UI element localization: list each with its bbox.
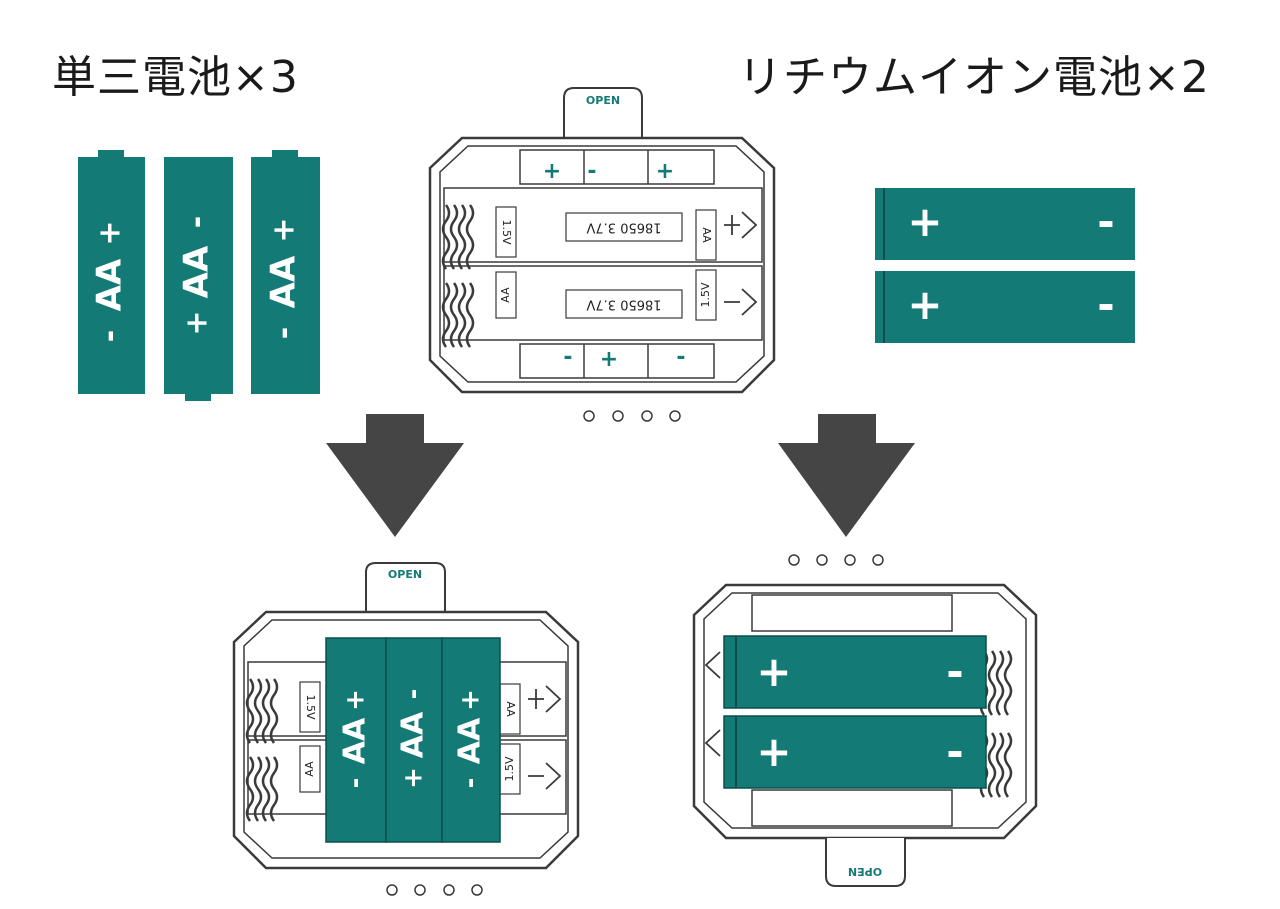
aa-battery-heading: 単三電池×3 [52,52,299,103]
down-arrow-right [778,414,915,537]
case-aa-bay1-voltage: 1.5V [304,694,317,719]
case-li-open-label: OPEN [848,865,882,878]
case-aa-bay2-aa: AA [303,761,316,777]
aa-battery-2: - AA + [164,157,233,401]
aa-battery-1-plus: + [93,220,128,245]
case-aa-battery3-minus: - [456,778,486,789]
aa-battery-2-plus: + [180,310,215,335]
lithium-battery-1-plus: + [907,197,942,246]
lithium-battery-2-plus: + [907,280,942,329]
case-aa-open-label: OPEN [388,568,422,581]
case-aa-bay2-voltage: 1.5V [503,756,516,781]
aa-battery-3-label: AA [264,255,304,308]
case-li-led-indicators [788,554,884,566]
aa-battery-1: + AA - [78,150,145,394]
loose-aa-batteries: + AA - - AA + + AA - [78,150,320,401]
case-aa-battery3-label: AA [453,717,488,764]
case-top-slot3-plus: + [656,159,674,184]
case-top-slot1-plus: + [543,159,561,184]
case-with-aa-batteries: OPEN 1.5V AA AA 1.5V + AA - - AA + + AA … [232,562,580,896]
case-aa-bay1-aa: AA [504,701,517,717]
lithium-battery-heading: リチウムイオン電池×2 [738,52,1210,103]
lithium-battery-2: + - [875,271,1135,343]
aa-battery-2-label: AA [177,245,217,298]
case-top-bay1-voltage: 1.5V [500,219,513,244]
case-li-battery2-plus: + [756,727,791,776]
case-aa-led-indicators [386,884,483,896]
case-aa-battery2-minus: - [399,689,429,700]
aa-battery-3: + AA - [251,150,320,394]
case-top-slot2-minus: - [587,159,596,184]
case-li-battery1-minus: - [946,647,963,696]
lithium-battery-2-minus: - [1097,280,1114,329]
case-top-bay2-aa: AA [499,287,512,303]
case-aa-battery3-plus: + [456,689,486,711]
lithium-battery-1: + - [875,188,1135,260]
case-aa-battery1-label: AA [338,717,373,764]
case-aa-battery1-plus: + [341,689,371,711]
case-aa-battery2-label: AA [396,711,431,758]
case-with-lithium-batteries: + - + - OPEN [692,554,1038,887]
case-li-battery2-minus: - [946,727,963,776]
aa-battery-2-minus: - [180,216,215,228]
case-top-bay2-voltage: 1.5V [699,282,712,307]
case-top-led-indicators [583,410,681,422]
aa-battery-3-plus: + [267,217,302,242]
case-aa-battery2-plus: + [399,767,429,789]
case-aa-battery1-minus: - [341,778,371,789]
down-arrow-left [326,414,464,537]
case-bottom-slot2-plus: + [600,347,618,372]
case-bottom-slot3-minus: - [676,345,685,370]
loose-lithium-batteries: + - + - [875,188,1135,343]
case-li-battery1-plus: + [756,647,791,696]
lithium-battery-1-minus: - [1097,197,1114,246]
aa-battery-1-label: AA [90,258,130,311]
case-top-open-label: OPEN [586,94,620,107]
case-top-bay1-cell-label: 18650 3.7V [586,220,661,235]
case-bottom-slot1-minus: - [563,345,572,370]
empty-battery-case: OPEN + - + - + - 1.5V AA 18650 3.7V 1865… [428,87,776,422]
aa-battery-3-minus: - [267,327,302,339]
case-top-bay1-aa: AA [700,227,713,243]
case-top-bay2-cell-label: 18650 3.7V [586,297,661,312]
aa-battery-1-minus: - [93,330,128,342]
